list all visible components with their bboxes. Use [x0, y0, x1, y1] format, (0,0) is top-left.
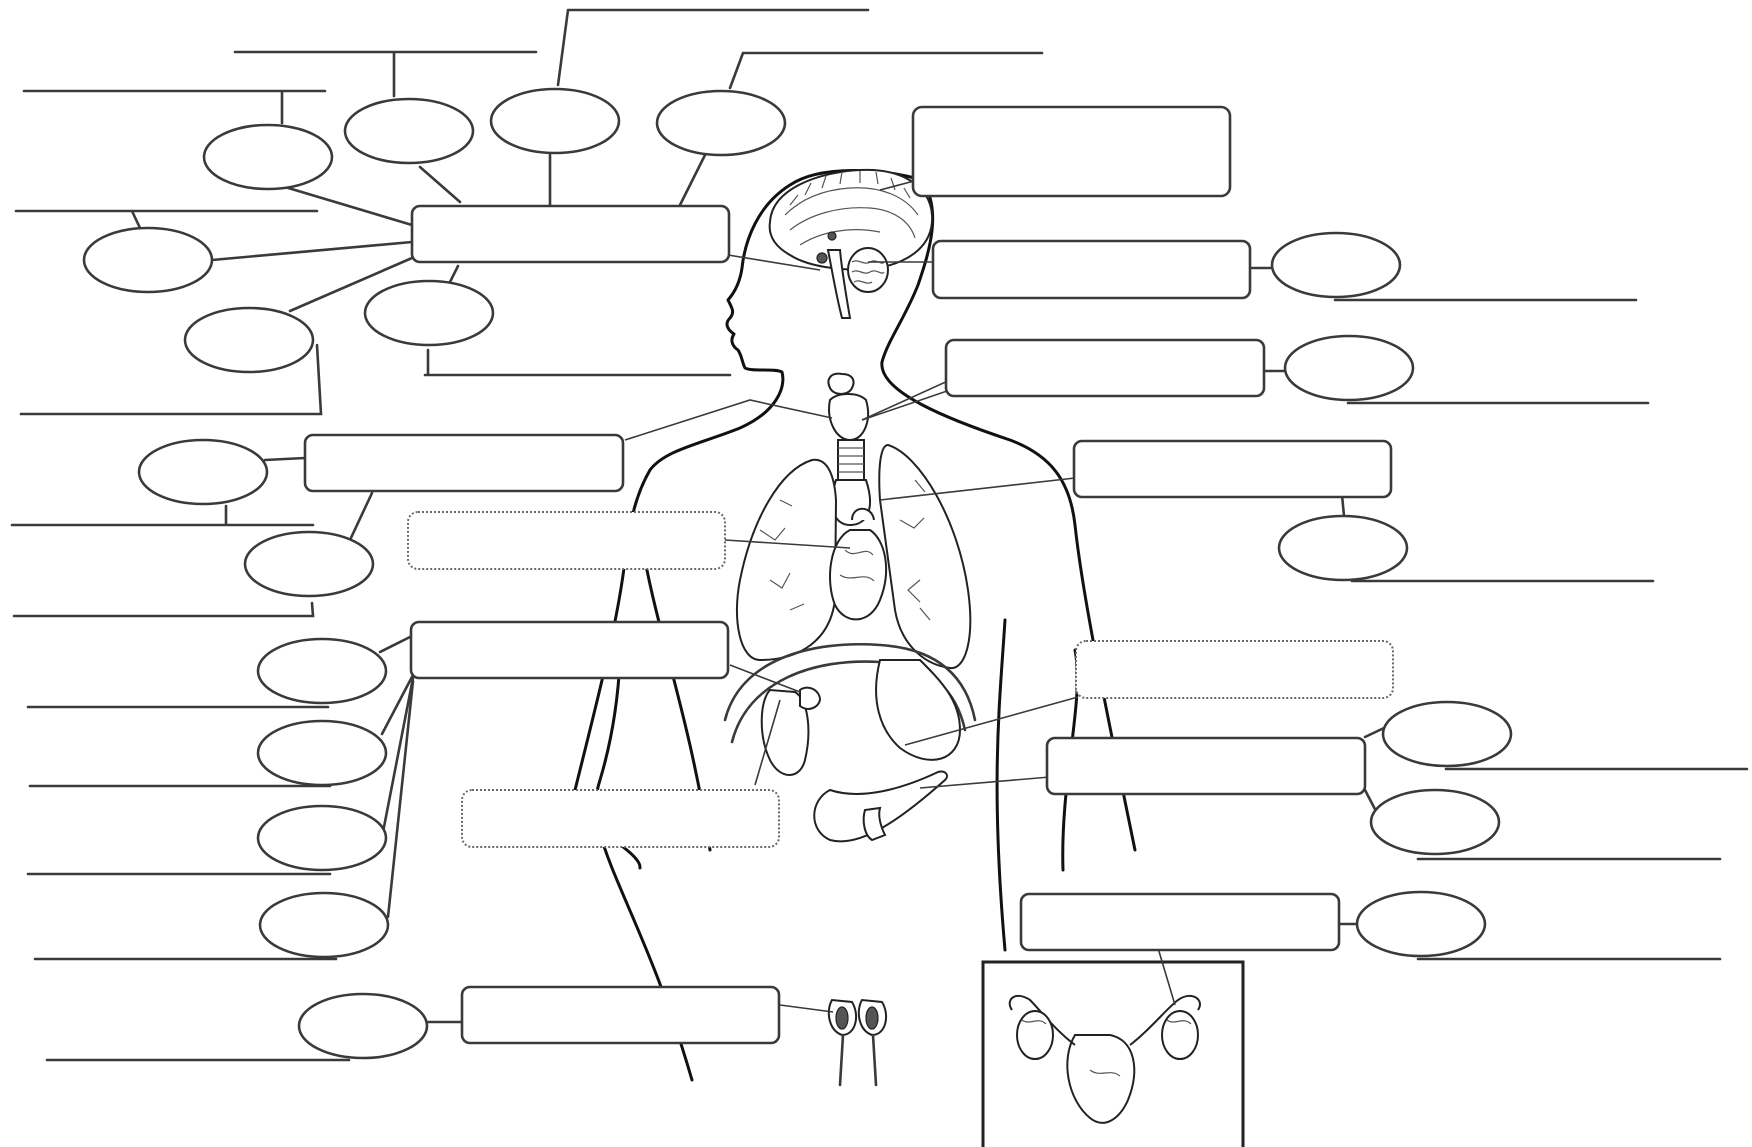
hormone-oval[interactable] — [258, 806, 386, 870]
label-box-thyroid[interactable] — [305, 435, 623, 491]
label-box-parathyroid[interactable] — [946, 340, 1264, 396]
ovary-inset — [983, 962, 1243, 1147]
hormone-oval[interactable] — [245, 532, 373, 596]
hormone-oval[interactable] — [185, 308, 313, 372]
hormone-oval[interactable] — [365, 281, 493, 345]
label-box-thymus[interactable] — [1074, 441, 1391, 497]
hormone-oval[interactable] — [258, 721, 386, 785]
label-box-ovaries[interactable] — [1021, 894, 1339, 950]
label-box-kidney[interactable] — [462, 790, 779, 847]
brain-illustration — [770, 170, 932, 318]
hormone-oval[interactable] — [139, 440, 267, 504]
hormone-oval[interactable] — [204, 125, 332, 189]
hormone-oval[interactable] — [299, 994, 427, 1058]
hormone-oval[interactable] — [1357, 892, 1485, 956]
hormone-oval[interactable] — [1371, 790, 1499, 854]
hormone-oval[interactable] — [84, 228, 212, 292]
hormone-oval[interactable] — [260, 893, 388, 957]
label-box-adrenal[interactable] — [411, 622, 728, 678]
label-box-heart[interactable] — [408, 512, 725, 569]
testes-illustration — [829, 1000, 886, 1085]
hormone-oval[interactable] — [657, 91, 785, 155]
hormone-oval[interactable] — [345, 99, 473, 163]
label-box-brain-gland[interactable] — [913, 107, 1230, 196]
label-box-stomach[interactable] — [1076, 641, 1393, 698]
label-box-pituitary[interactable] — [412, 206, 729, 262]
hormone-oval[interactable] — [1272, 233, 1400, 297]
hormone-oval[interactable] — [258, 639, 386, 703]
label-box-testes[interactable] — [462, 987, 779, 1043]
label-box-pineal[interactable] — [933, 241, 1250, 298]
hormone-oval[interactable] — [1279, 516, 1407, 580]
hormone-oval[interactable] — [1383, 702, 1511, 766]
hormone-oval[interactable] — [1285, 336, 1413, 400]
hormone-oval[interactable] — [491, 89, 619, 153]
label-box-pancreas[interactable] — [1047, 738, 1365, 794]
